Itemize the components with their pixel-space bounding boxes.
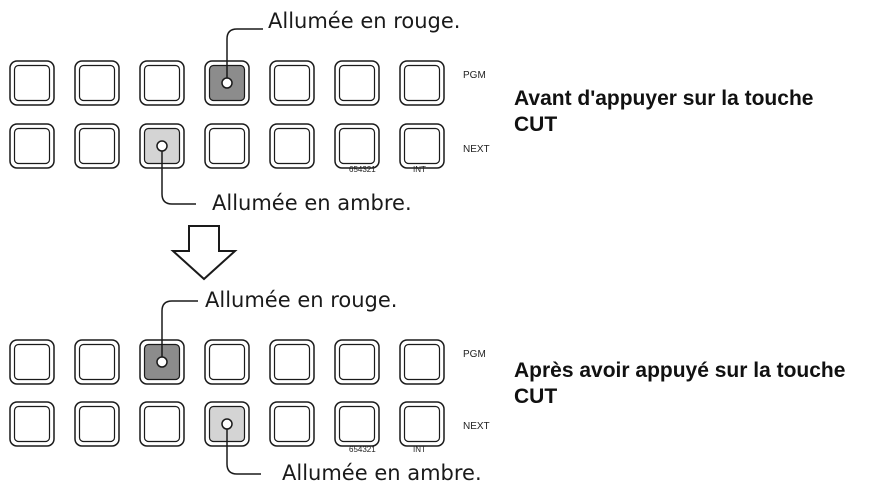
small-label-int: INT — [413, 165, 426, 174]
next-button-6 — [334, 401, 380, 447]
leader-line-next — [161, 146, 196, 205]
small-label-left: 654321 — [349, 445, 376, 454]
next-button-7 — [399, 123, 445, 169]
down-arrow-icon — [170, 225, 238, 281]
leader-dot-next — [156, 140, 168, 152]
pgm-button-5 — [269, 339, 315, 385]
annotation-next-lit: Allumée en ambre. — [212, 191, 412, 215]
state-caption-before: Avant d'appuyer sur la touche CUT — [514, 86, 813, 138]
leader-dot-pgm — [221, 77, 233, 89]
next-button-4 — [204, 123, 250, 169]
state-caption-line-1: Après avoir appuyé sur la touche — [514, 359, 846, 382]
next-button-5 — [269, 401, 315, 447]
next-button-2 — [74, 401, 120, 447]
next-button-3 — [139, 401, 185, 447]
state-caption-after: Après avoir appuyé sur la touche CUT — [514, 358, 845, 410]
pgm-button-2 — [74, 339, 120, 385]
state-caption-line-2: CUT — [514, 113, 558, 136]
pgm-button-5 — [269, 60, 315, 106]
next-button-1 — [9, 401, 55, 447]
panel-after-cut — [9, 300, 445, 475]
pgm-button-6 — [334, 339, 380, 385]
pgm-button-7 — [399, 339, 445, 385]
pgm-button-2 — [74, 60, 120, 106]
next-button-6 — [334, 123, 380, 169]
leader-line-pgm — [161, 300, 198, 362]
next-button-2 — [74, 123, 120, 169]
next-row-label: NEXT — [463, 144, 490, 155]
pgm-button-6 — [334, 60, 380, 106]
state-caption-line-2: CUT — [514, 385, 558, 408]
pgm-row-label: PGM — [463, 70, 486, 81]
leader-dot-next — [221, 418, 233, 430]
panel-before-cut — [9, 28, 445, 205]
leader-dot-pgm — [156, 356, 168, 368]
state-caption-line-1: Avant d'appuyer sur la touche — [514, 87, 814, 110]
next-button-1 — [9, 123, 55, 169]
annotation-pgm-lit: Allumée en rouge. — [268, 9, 461, 33]
pgm-button-3 — [139, 60, 185, 106]
annotation-pgm-lit: Allumée en rouge. — [205, 288, 398, 312]
pgm-button-1 — [9, 60, 55, 106]
leader-line-next — [226, 424, 261, 475]
pgm-button-4 — [204, 339, 250, 385]
next-row-label: NEXT — [463, 421, 490, 432]
pgm-button-1 — [9, 339, 55, 385]
pgm-row-label: PGM — [463, 349, 486, 360]
annotation-next-lit: Allumée en ambre. — [282, 461, 482, 485]
next-button-5 — [269, 123, 315, 169]
pgm-button-7 — [399, 60, 445, 106]
leader-line-pgm — [226, 28, 263, 83]
small-label-int: INT — [413, 445, 426, 454]
small-label-left: 654321 — [349, 165, 376, 174]
next-button-7 — [399, 401, 445, 447]
